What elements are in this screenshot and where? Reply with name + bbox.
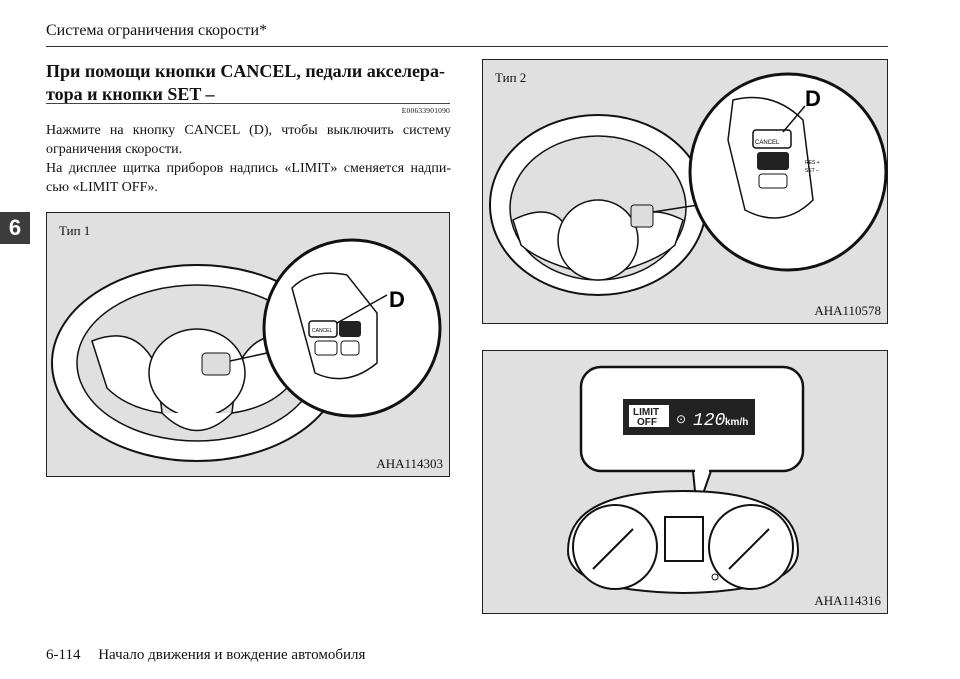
chapter-title: Начало движения и вождение автомобиля xyxy=(98,647,366,663)
figure-code: AHA114303 xyxy=(376,456,443,471)
speed-limit-icon: ⊙ xyxy=(676,412,686,426)
header-title: Система ограничения скорости* xyxy=(46,22,268,39)
body-text: Нажмите на кнопку CANCEL (D), чтобы выкл… xyxy=(46,121,451,197)
paragraph: На дисплее щитка приборов надпись «LIMIT… xyxy=(46,161,451,195)
figure-code: AHA110578 xyxy=(814,303,881,318)
heading-rule xyxy=(46,103,450,104)
section-heading: При помощи кнопки CANCEL, педали акселер… xyxy=(46,61,445,104)
figure-type-2: CANCEL RES + SET – D Тип 2 AHA110578 xyxy=(482,59,888,324)
header-rule xyxy=(46,46,888,47)
paragraph: Нажмите на кнопку CANCEL (D), чтобы выкл… xyxy=(46,123,451,157)
page-footer: 6-114 Начало движения и вождение автомоб… xyxy=(46,647,365,664)
res-button-label: RES + xyxy=(805,160,820,166)
steering-wheel-type2-illustration: CANCEL RES + SET – D xyxy=(489,72,888,296)
figure-label: Тип 1 xyxy=(59,223,91,238)
display-speed: 120 xyxy=(693,411,726,431)
figure-label: Тип 2 xyxy=(495,70,527,85)
display-unit: km/h xyxy=(725,417,748,428)
section-code: E00633901090 xyxy=(401,106,450,115)
figure-type-1: CANCEL D Тип 1 AHA114303 xyxy=(46,212,450,477)
callout-d: D xyxy=(805,86,821,111)
callout-d: D xyxy=(389,287,405,312)
figure-code: AHA114316 xyxy=(814,593,881,608)
page-number: 6-114 xyxy=(46,647,81,663)
chapter-tab: 6 xyxy=(0,212,30,244)
figure-instrument-display: LIMIT OFF ⊙ 120 km/h AHA114316 xyxy=(482,350,888,614)
instrument-cluster-illustration: LIMIT OFF ⊙ 120 km/h xyxy=(566,365,805,595)
display-limit-text: LIMIT xyxy=(633,407,659,418)
set-button-label: SET – xyxy=(805,168,819,174)
steering-wheel-type1-illustration: CANCEL D xyxy=(51,238,442,462)
display-off-text: OFF xyxy=(637,417,657,428)
cancel-button-label: CANCEL xyxy=(312,328,333,334)
cancel-button-label: CANCEL xyxy=(755,140,780,146)
